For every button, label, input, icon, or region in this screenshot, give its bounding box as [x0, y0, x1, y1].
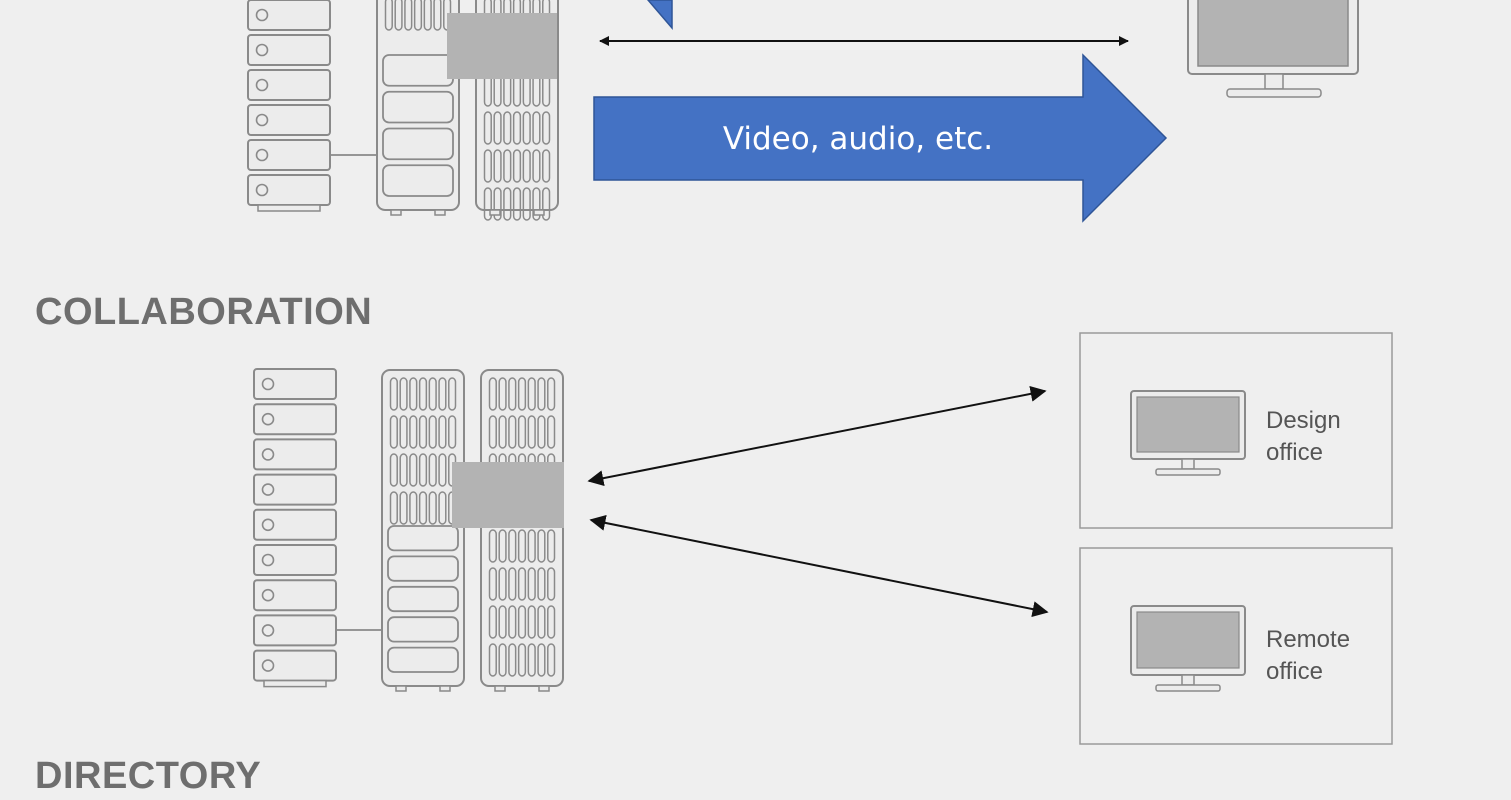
design-office-label: Design office	[1266, 405, 1341, 469]
drive-bay	[253, 508, 337, 541]
monitor-icon-top	[1187, 0, 1359, 98]
drive-bay-indicator-icon	[255, 78, 269, 92]
collaboration-heading: COLLABORATION	[35, 291, 373, 333]
partial-blue-arrow-tip	[647, 0, 673, 31]
design-office-label-line2: office	[1266, 439, 1323, 466]
monitor-icon-remote-office	[1130, 605, 1246, 692]
drive-bay-indicator-icon	[261, 553, 275, 567]
server-rack-group-top	[247, 0, 559, 221]
drive-bay-indicator-icon	[261, 412, 275, 426]
remote-office-label-line1: Remote	[1266, 626, 1351, 653]
drive-bay	[253, 614, 337, 647]
drive-bay-indicator-icon	[255, 183, 269, 197]
storage-tower-top-1	[376, 0, 460, 216]
arrow-to-design-office	[587, 385, 1047, 487]
drive-bay-indicator-icon	[261, 377, 275, 391]
drive-bay	[253, 368, 337, 400]
drive-bay	[253, 649, 337, 682]
drive-bay	[253, 579, 337, 612]
drive-bay-indicator-icon	[261, 624, 275, 637]
remote-office-label-line2: office	[1266, 658, 1323, 685]
drive-bay	[253, 544, 337, 576]
design-office-label-line1: Design	[1266, 407, 1341, 434]
drive-bay	[247, 0, 331, 31]
big-data-arrow	[593, 53, 1168, 223]
drive-bay	[253, 438, 337, 471]
big-arrow-label: Video, audio, etc.	[723, 121, 993, 157]
drive-bay-indicator-icon	[261, 659, 275, 672]
drive-bay-indicator-icon	[261, 483, 275, 496]
drive-bay	[247, 104, 331, 136]
drive-bay-indicator-icon	[255, 148, 269, 162]
drive-bay	[247, 69, 331, 101]
remote-office-label: Remote office	[1266, 624, 1350, 688]
drive-bay-indicator-icon	[261, 518, 275, 532]
drive-bay	[247, 139, 331, 171]
arrow-to-remote-office	[589, 515, 1049, 617]
drive-bay-stack-bottom	[253, 368, 384, 688]
drive-bay	[247, 174, 331, 206]
drive-bay-indicator-icon	[255, 43, 269, 57]
monitor-icon-design-office	[1130, 390, 1246, 476]
server-highlight-block-bottom	[452, 462, 564, 528]
drive-bay-stack-top	[247, 0, 378, 212]
drive-bay-indicator-icon	[255, 8, 269, 22]
drive-bay-indicator-icon	[255, 113, 269, 127]
drive-bay	[247, 34, 331, 66]
drive-bay	[253, 403, 337, 436]
storage-tower-bottom-1	[381, 369, 465, 692]
drive-bay-indicator-icon	[261, 448, 275, 461]
server-highlight-block-top	[447, 13, 557, 79]
server-rack-group-bottom	[253, 368, 564, 692]
storage-tower-bottom-2	[480, 369, 564, 692]
directory-heading: DIRECTORY	[35, 755, 262, 797]
drive-bay-indicator-icon	[261, 588, 275, 602]
drive-bay	[253, 473, 337, 506]
